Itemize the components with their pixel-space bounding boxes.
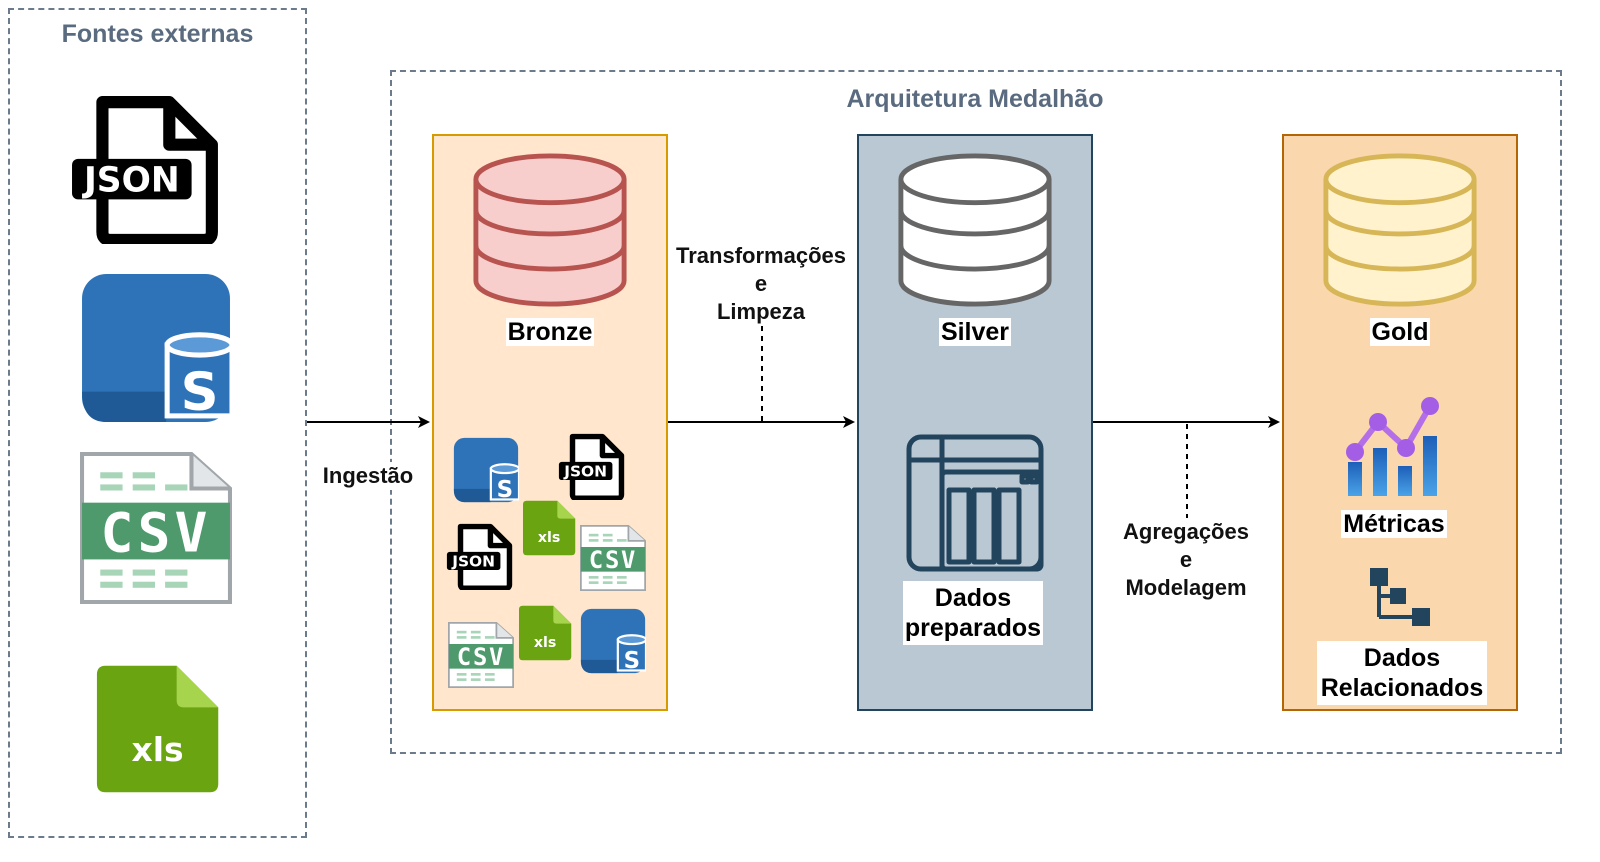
metrics-label: Métricas [1320, 510, 1468, 539]
silver-prepared-line2: preparados [904, 614, 1042, 642]
hierarchy-icon [1370, 568, 1430, 626]
gold-label-text: Gold [1369, 318, 1431, 346]
sources-frame [8, 8, 307, 838]
related-data-label: Dados Relacionados [1317, 641, 1487, 705]
aggregate-line1: Agregações [1123, 519, 1249, 544]
ingest-label: Ingestão [316, 462, 420, 490]
transform-line2: e [754, 271, 768, 296]
gold-label: Gold [1320, 318, 1480, 347]
metrics-label-text: Métricas [1341, 510, 1447, 538]
medallion-frame [390, 70, 1562, 754]
medallion-title: Arquitetura Medalhão [846, 85, 1104, 113]
bronze-label: Bronze [470, 318, 630, 347]
transform-line3: Limpeza [716, 299, 806, 324]
related-data-line1: Dados [1363, 644, 1441, 672]
aggregate-line2: e [1179, 547, 1193, 572]
sources-title: Fontes externas [61, 20, 254, 48]
transform-label: Transformações e Limpeza [668, 242, 854, 326]
silver-prepared-line1: Dados [934, 584, 1012, 612]
silver-label-text: Silver [938, 318, 1012, 346]
transform-line1: Transformações [676, 243, 846, 268]
metrics-chart-icon [1346, 397, 1439, 496]
related-data-line2: Relacionados [1320, 674, 1484, 702]
silver-label: Silver [895, 318, 1055, 347]
storage-server-icon [906, 434, 1044, 572]
aggregate-label: Agregações e Modelagem [1111, 518, 1261, 602]
aggregate-line3: Modelagem [1125, 575, 1247, 600]
silver-prepared-data-label: Dados preparados [903, 581, 1043, 645]
bronze-label-text: Bronze [505, 318, 595, 346]
